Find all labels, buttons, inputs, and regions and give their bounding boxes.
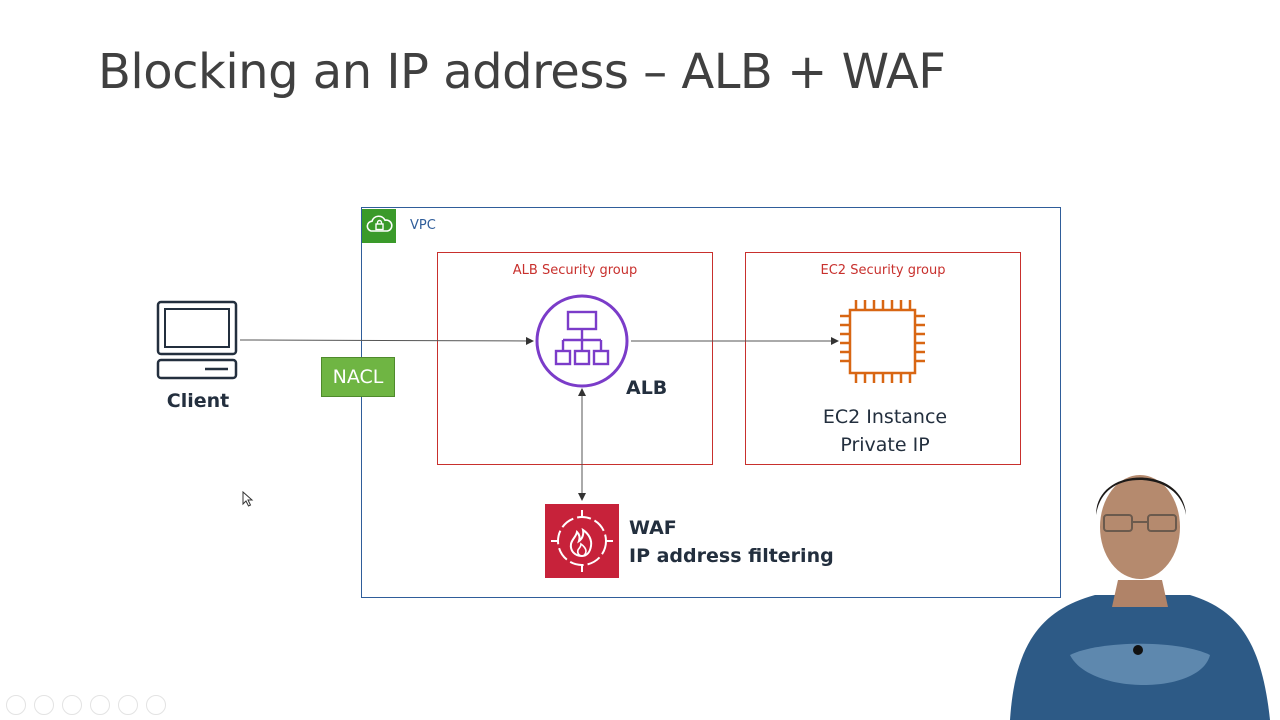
ec2-security-group	[745, 252, 1021, 465]
ec2-instance-label: EC2 Instance Private IP	[795, 403, 975, 459]
ec2-security-group-label: EC2 Security group	[820, 263, 946, 278]
mouse-cursor-icon	[242, 491, 254, 507]
computer-icon	[156, 300, 238, 380]
presenter-webcam	[1010, 475, 1270, 720]
load-balancer-icon	[535, 294, 629, 388]
client-to-alb-arrow	[239, 336, 534, 345]
alb-label: ALB	[626, 377, 668, 399]
previous-slide-icon[interactable]	[6, 695, 26, 715]
cpu-chip-icon	[840, 300, 925, 383]
vpc-container	[361, 207, 1061, 598]
pen-icon[interactable]	[62, 695, 82, 715]
slide-controls[interactable]	[6, 695, 166, 715]
client-label: Client	[166, 390, 230, 412]
alb-security-group-label: ALB Security group	[512, 263, 638, 278]
more-options-icon[interactable]	[146, 695, 166, 715]
zoom-icon[interactable]	[118, 695, 138, 715]
waf-label-line1: WAF	[629, 517, 677, 539]
cloud-lock-icon	[362, 209, 396, 243]
ec2-instance-line1: EC2 Instance	[822, 406, 948, 428]
slide-title: Blocking an IP address – ALB + WAF	[98, 44, 946, 100]
waf-firewall-icon	[545, 504, 619, 578]
waf-label: WAF IP address filtering	[629, 514, 834, 570]
ec2-instance-line2: Private IP	[840, 434, 930, 456]
vpc-label: VPC	[410, 218, 436, 233]
nacl-badge: NACL	[321, 357, 395, 397]
alb-security-group	[437, 252, 713, 465]
slides-grid-icon[interactable]	[90, 695, 110, 715]
next-slide-icon[interactable]	[34, 695, 54, 715]
waf-label-line2: IP address filtering	[629, 545, 834, 567]
